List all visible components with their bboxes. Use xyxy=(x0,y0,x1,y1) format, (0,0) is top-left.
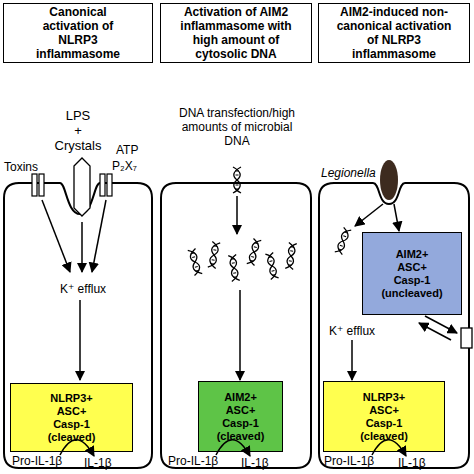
p2x7-channel xyxy=(107,174,112,196)
stimulus-label: Toxins xyxy=(4,160,54,174)
flow-arrow xyxy=(79,300,81,380)
cell-text: IL-1β xyxy=(241,456,281,470)
flow-arrow xyxy=(236,196,238,234)
p2x7-channel xyxy=(100,174,105,196)
header-box: Canonical activation of NLRP3 inflammaso… xyxy=(3,3,153,63)
complex-label: AIM2+ ASC+ Casp-1 (cleaved) xyxy=(209,391,272,443)
toxin-channel xyxy=(39,174,44,196)
pathogen-label: Legionella xyxy=(321,166,381,180)
bacterium-symbol xyxy=(380,160,398,200)
cell-outline: K⁺ effluxPro-IL-1β IL-1β AIM2+ ASC+ Casp-1… xyxy=(318,182,470,470)
flow-arrow xyxy=(239,290,241,380)
cell-text: Pro-IL-1β xyxy=(324,454,390,468)
header-text: Activation of AIM2 inflammasome with hig… xyxy=(177,5,295,61)
cell-membrane-path xyxy=(319,183,469,468)
cell-text: IL-1β xyxy=(398,456,438,470)
inflammasome-box: AIM2+ ASC+ Casp-1 (cleaved) xyxy=(198,381,283,452)
header-box: Activation of AIM2 inflammasome with hig… xyxy=(160,3,312,63)
complex-label: AIM2+ ASC+ Casp-1 (uncleaved) xyxy=(381,248,444,300)
flow-arrow xyxy=(81,222,83,272)
header-text: AIM2-induced non-canonical activation of… xyxy=(332,5,457,61)
complex-label: NLRP3+ ASC+ Casp-1 (cleaved) xyxy=(40,392,103,444)
cell-text: Pro-IL-1β xyxy=(168,454,234,468)
cell-text: Pro-IL-1β xyxy=(12,454,78,468)
cell-text: K⁺ efflux xyxy=(322,324,382,338)
inflammasome-box: AIM2+ ASC+ Casp-1 (uncleaved) xyxy=(362,232,462,315)
cell-outline: K⁺ effluxPro-IL-1β IL-1β NLRP3+ ASC+ Casp-… xyxy=(3,182,153,470)
cell-text: IL-1β xyxy=(84,456,124,470)
cell-membrane-path xyxy=(161,183,311,468)
stimulus-label: LPS + Crystals xyxy=(50,108,106,153)
receptor-label: P₂X₇ xyxy=(112,159,148,173)
cell-outline: Pro-IL-1β IL-1β AIM2+ ASC+ Casp-1 (cleaved… xyxy=(160,182,312,470)
potassium-channel xyxy=(461,328,472,348)
cell-text: K⁺ efflux xyxy=(48,282,118,296)
complex-label: NLRP3+ ASC+ Casp-1 (cleaved) xyxy=(353,391,416,443)
crystal-symbol xyxy=(74,158,90,216)
header-text: Canonical activation of NLRP3 inflammaso… xyxy=(28,5,128,61)
stimulus-label: ATP xyxy=(116,143,150,157)
stimulus-label: DNA transfection/high amounts of microbi… xyxy=(177,106,297,148)
flow-arrow xyxy=(351,340,353,380)
toxin-channel xyxy=(32,174,37,196)
cell-membrane-path xyxy=(4,183,152,468)
header-box: AIM2-induced non-canonical activation of… xyxy=(318,3,470,63)
